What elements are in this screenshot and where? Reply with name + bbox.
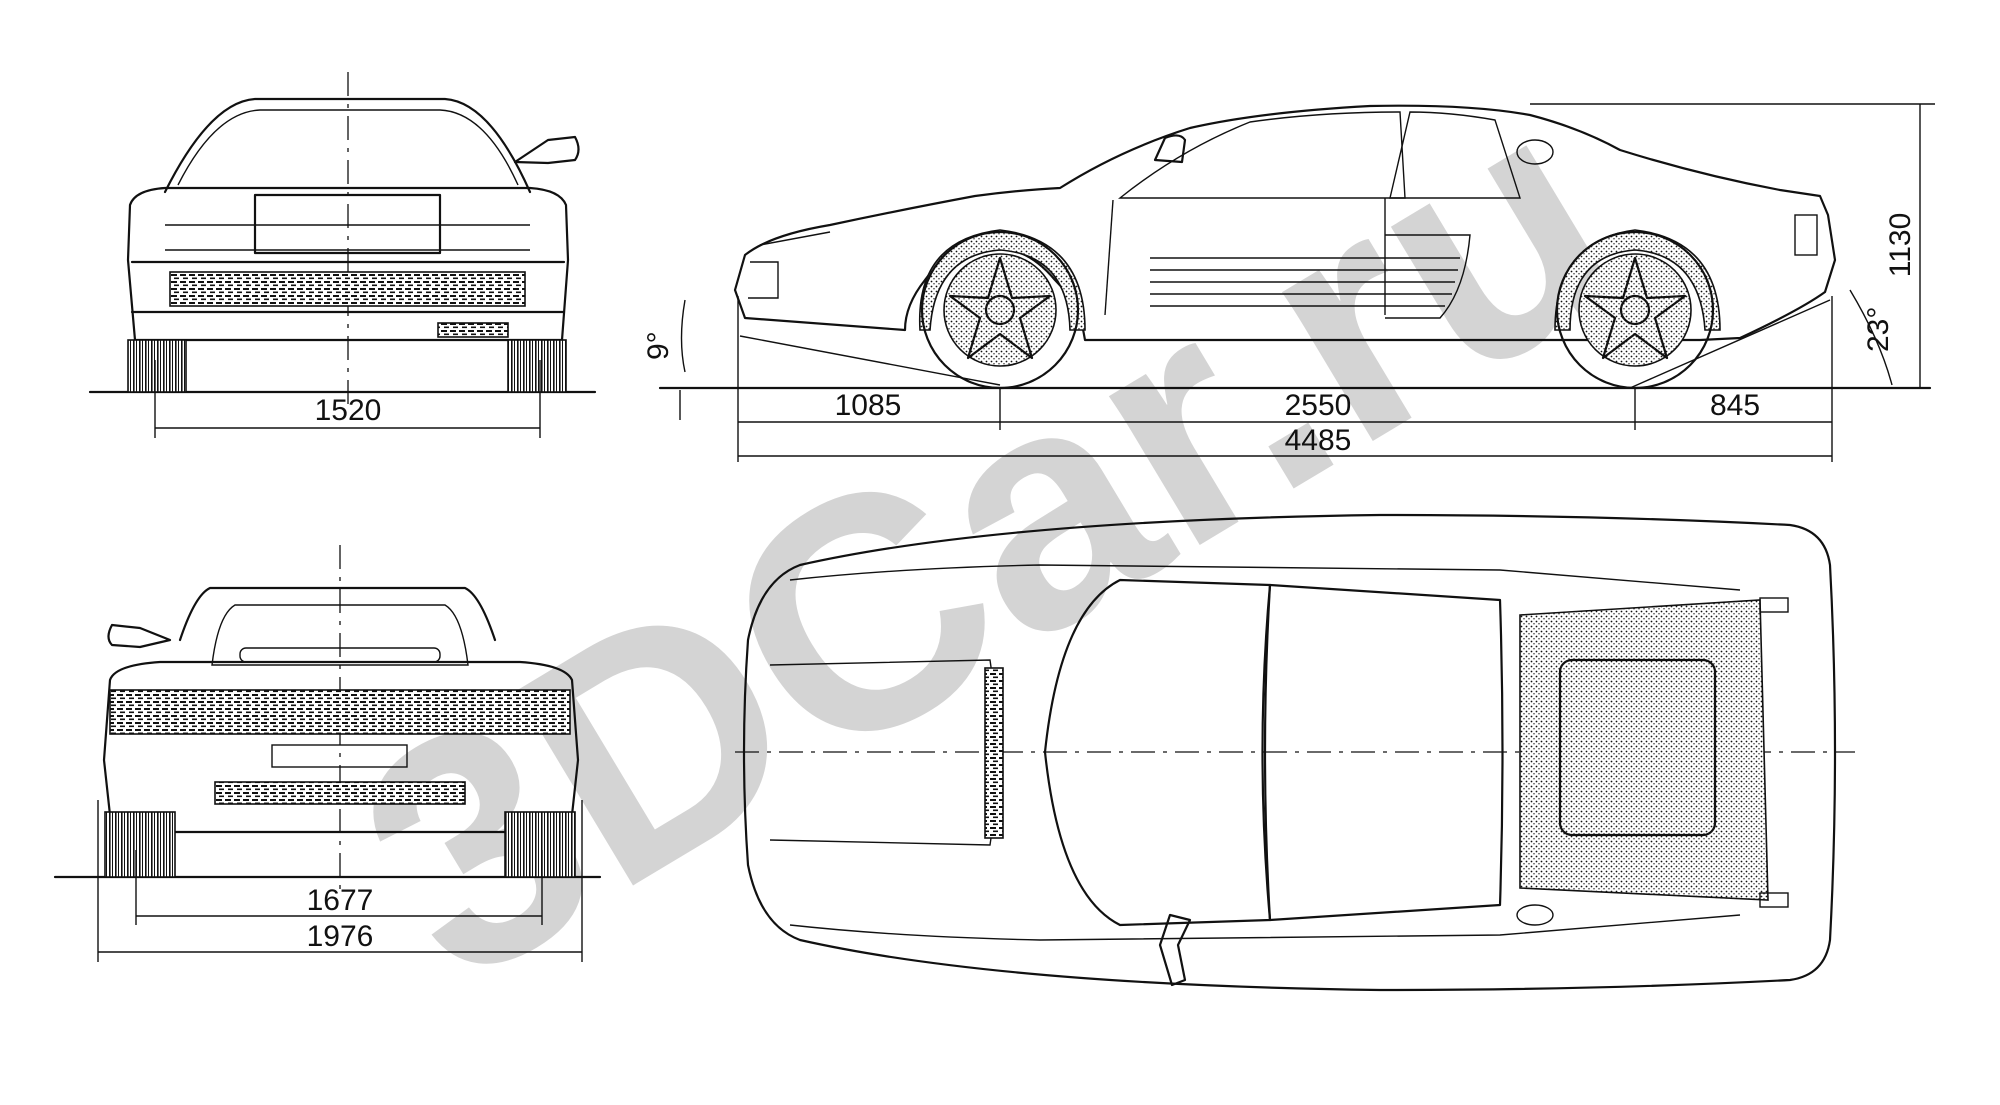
departure-angle-line xyxy=(1629,299,1831,389)
dim-front-overhang-label: 1085 xyxy=(835,389,902,422)
dim-wheelbase-label: 2550 xyxy=(1285,389,1352,422)
watermark-text: 3DCar.ru xyxy=(303,27,1672,1052)
front-view: 1520 xyxy=(88,72,597,438)
top-view xyxy=(735,513,1855,992)
top-roof xyxy=(1261,583,1504,922)
dim-approach-angle-label: 9° xyxy=(642,331,675,360)
side-door-front-edge xyxy=(1104,199,1114,316)
front-left-tire xyxy=(127,339,187,393)
top-hood-vent xyxy=(984,667,1004,839)
side-strakes xyxy=(1150,234,1471,319)
side-tail-light xyxy=(1794,214,1818,256)
side-hood-crease xyxy=(759,231,831,246)
top-engine-cover xyxy=(1519,599,1769,901)
rear-right-tire xyxy=(504,811,576,878)
approach-angle-arc xyxy=(680,299,686,373)
dim-rear-track-label: 1677 xyxy=(307,884,374,917)
front-windscreen-outline xyxy=(163,97,532,194)
rear-license-plate xyxy=(271,744,408,768)
dim-overall-length-label: 4485 xyxy=(1285,424,1352,457)
dim-height-label: 1130 xyxy=(1884,213,1917,278)
top-windscreen xyxy=(1043,578,1272,927)
front-mirror xyxy=(513,135,580,165)
side-front-light xyxy=(748,261,779,299)
front-right-tire xyxy=(507,339,567,393)
rear-tail-grille xyxy=(109,689,571,735)
front-windscreen-inner xyxy=(177,109,519,186)
side-rear-window xyxy=(1389,111,1521,199)
top-fuel-cap xyxy=(1516,904,1554,926)
side-fuel-cap xyxy=(1516,139,1554,165)
dim-front-track-label: 1520 xyxy=(315,394,382,427)
top-right-shoulder xyxy=(789,914,1741,941)
rear-roof-outline xyxy=(178,586,497,642)
side-front-wheel xyxy=(918,229,1086,390)
dim-departure-angle-label: 23° xyxy=(1862,307,1895,352)
watermark-logo: 3DCar.ru xyxy=(303,27,1672,1052)
dim-rear-overhang-label: 845 xyxy=(1710,389,1760,422)
top-left-shoulder xyxy=(789,564,1741,591)
top-mirror xyxy=(1158,913,1192,987)
side-mirror xyxy=(1153,134,1187,164)
side-front-window xyxy=(1118,111,1406,199)
departure-angle-arc xyxy=(1849,289,1893,386)
side-rear-wheel xyxy=(1554,229,1721,390)
side-view: 9° 23° 1130 1085 2550 845 4485 xyxy=(642,103,1935,462)
rear-view: 1677 1976 xyxy=(53,545,602,962)
dim-overall-width-label: 1976 xyxy=(307,920,374,953)
rear-window xyxy=(211,604,469,666)
top-body-outline xyxy=(742,513,1837,992)
top-engine-window xyxy=(1558,658,1717,837)
front-lower-intake xyxy=(437,322,509,338)
rear-exhaust-panel xyxy=(214,781,466,805)
rear-left-tire xyxy=(104,811,176,878)
front-body-outline xyxy=(126,186,570,342)
rear-mirror xyxy=(107,623,172,649)
top-rear-light-right xyxy=(1759,892,1789,908)
top-rear-light-left xyxy=(1759,597,1789,613)
approach-angle-line xyxy=(739,335,1001,386)
front-grille xyxy=(169,271,526,307)
front-license-plate xyxy=(253,193,442,255)
